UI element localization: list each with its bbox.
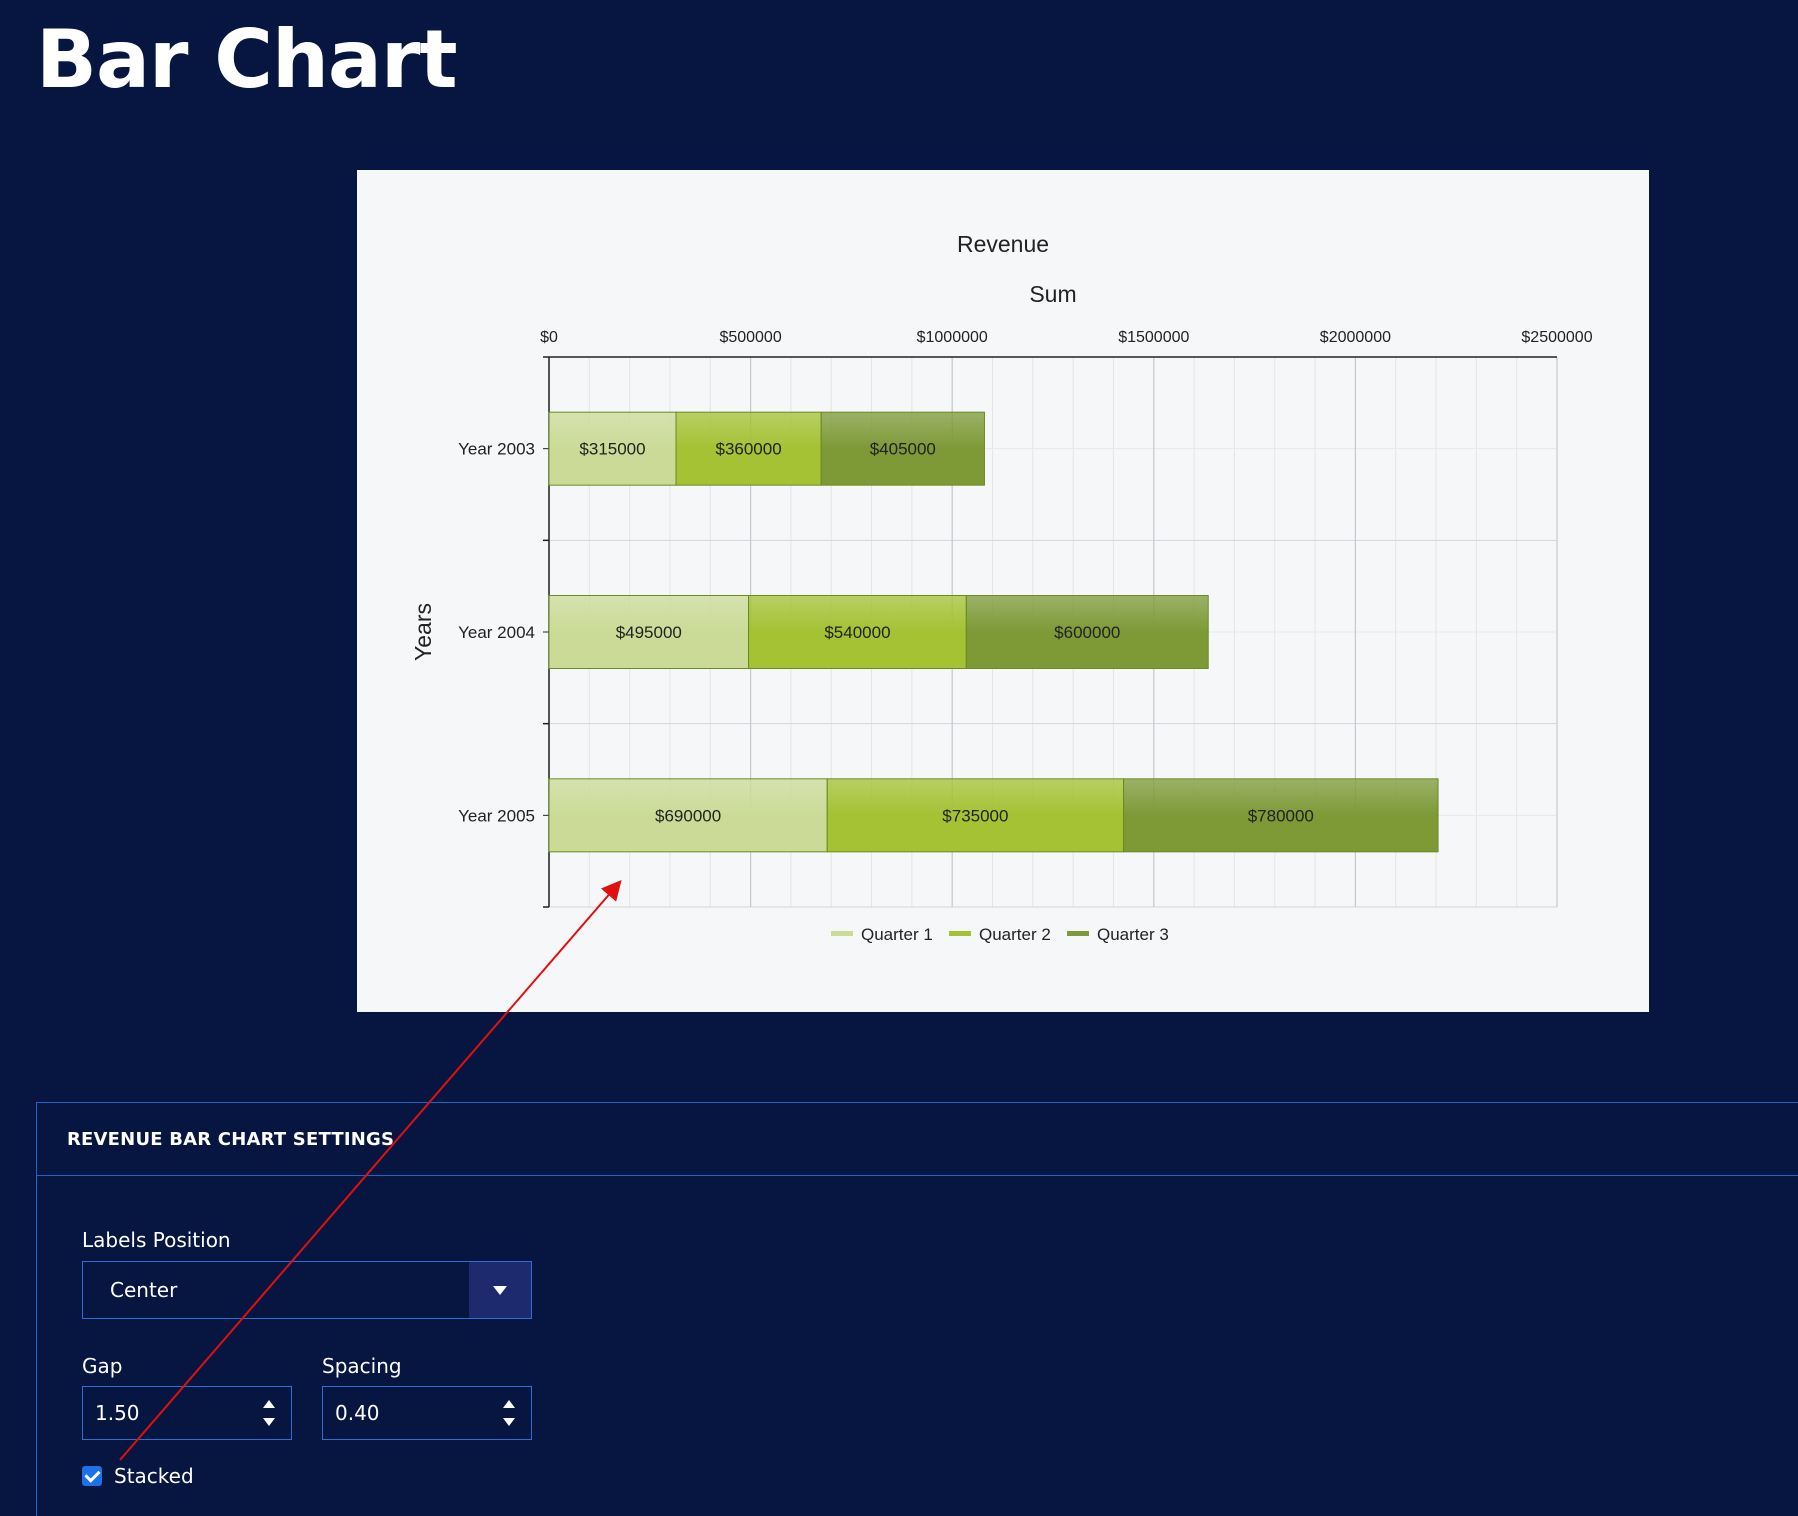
page-title: Bar Chart	[36, 13, 458, 106]
gap-spinner[interactable]	[247, 1400, 291, 1426]
bar-segment	[826, 778, 1125, 853]
spacing-value: 0.40	[335, 1401, 380, 1425]
bar-segment	[548, 778, 828, 853]
spacing-label: Spacing	[322, 1354, 402, 1378]
x-tick-label: $1500000	[1118, 329, 1189, 346]
revenue-chart-svg: $0 $500000 $1000000 $1500000 $2000000 $250000…	[410, 231, 1593, 944]
bar-segment	[820, 411, 985, 486]
chart-title: Revenue	[957, 231, 1049, 257]
data-label: $540000	[824, 623, 890, 642]
stacked-checkbox[interactable]	[82, 1466, 102, 1486]
labels-position-label: Labels Position	[82, 1228, 231, 1252]
legend-swatch	[831, 931, 853, 936]
data-label: $405000	[870, 440, 936, 459]
data-label: $315000	[579, 440, 645, 459]
bar-segment	[748, 595, 967, 669]
stacked-checkbox-row[interactable]: Stacked	[82, 1464, 194, 1488]
legend-label: Quarter 1	[861, 925, 933, 944]
x-tick-label: $0	[540, 329, 558, 346]
checkmark-icon	[83, 1466, 101, 1483]
spacing-input[interactable]: 0.40	[322, 1386, 532, 1440]
data-label: $495000	[616, 623, 682, 642]
labels-position-value: Center	[110, 1278, 178, 1302]
revenue-chart: $0 $500000 $1000000 $1500000 $2000000 $250000…	[357, 170, 1649, 1012]
x-tick-label: $2500000	[1521, 329, 1592, 346]
data-label: $600000	[1054, 623, 1120, 642]
bar-segment	[1123, 778, 1439, 853]
data-label: $360000	[715, 440, 781, 459]
data-label: $780000	[1248, 806, 1314, 825]
dropdown-toggle-button[interactable]	[469, 1262, 531, 1318]
x-axis-title: Sum	[1029, 281, 1076, 307]
y-axis-title: Years	[410, 603, 436, 661]
x-tick-label: $1000000	[917, 329, 988, 346]
legend-label: Quarter 3	[1097, 925, 1169, 944]
gap-input[interactable]: 1.50	[82, 1386, 292, 1440]
bar-segment	[548, 595, 750, 669]
decrement-icon[interactable]	[263, 1418, 275, 1426]
legend-swatch	[949, 931, 971, 936]
gap-label: Gap	[82, 1354, 123, 1378]
increment-icon[interactable]	[263, 1400, 275, 1408]
increment-icon[interactable]	[503, 1400, 515, 1408]
chart-settings-panel: REVENUE BAR CHART SETTINGS Labels Positi…	[36, 1102, 1798, 1516]
spacing-spinner[interactable]	[487, 1400, 531, 1426]
x-tick-label: $2000000	[1320, 329, 1391, 346]
settings-header: REVENUE BAR CHART SETTINGS	[37, 1103, 1798, 1176]
y-tick-label: Year 2005	[458, 806, 535, 825]
legend-swatch	[1067, 931, 1089, 936]
decrement-icon[interactable]	[503, 1418, 515, 1426]
stacked-label: Stacked	[114, 1464, 194, 1488]
legend-label: Quarter 2	[979, 925, 1051, 944]
chevron-down-icon	[493, 1285, 507, 1295]
bar-segment	[965, 595, 1209, 669]
data-label: $690000	[655, 806, 721, 825]
y-tick-label: Year 2004	[458, 623, 535, 642]
gap-value: 1.50	[95, 1401, 140, 1425]
labels-position-dropdown[interactable]: Center	[82, 1261, 532, 1319]
x-tick-label: $500000	[719, 329, 781, 346]
bar-segment	[675, 411, 822, 486]
y-tick-label: Year 2003	[458, 440, 535, 459]
data-label: $735000	[942, 806, 1008, 825]
